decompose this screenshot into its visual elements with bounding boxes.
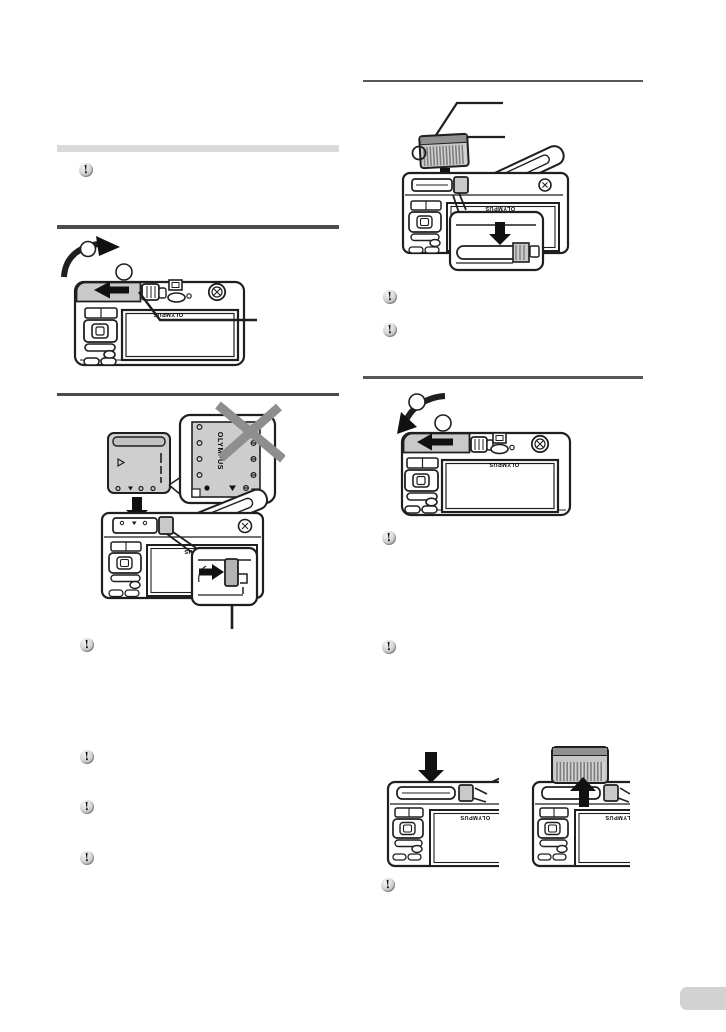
slide-arrow	[417, 433, 453, 451]
caution-icon: !	[382, 640, 396, 654]
card-insertion-illustration: OLYMPUS	[401, 101, 570, 272]
card-edge	[512, 242, 530, 263]
caution-icon: !	[383, 323, 397, 337]
menu-button	[84, 343, 116, 352]
olympus-logo: OLYMPUS	[605, 814, 630, 820]
caution-icon: !	[79, 163, 93, 177]
caution-icon: !	[381, 878, 395, 892]
page-number-tab	[680, 987, 726, 1010]
lock-knob	[158, 516, 174, 535]
step-2-circle	[434, 414, 452, 432]
step-2-circle	[115, 263, 133, 281]
monitor	[440, 458, 560, 514]
insert-arrow-zoom	[489, 222, 511, 245]
notch-circle	[411, 145, 427, 161]
camera-close-cover-illustration: OLYMPUS	[397, 393, 572, 517]
curved-arrow-head	[96, 236, 120, 256]
section-rule	[363, 376, 643, 379]
monitor	[574, 809, 630, 867]
lock-knob	[603, 784, 619, 802]
battery	[107, 432, 171, 494]
cross-mark	[215, 401, 285, 463]
caution-icon: !	[383, 290, 397, 304]
lock-knob	[453, 176, 469, 194]
connector-port	[168, 279, 183, 291]
step-1-circle	[408, 393, 426, 411]
olympus-logo: OLYMPUS	[489, 461, 519, 467]
step-1-circle	[79, 240, 97, 258]
caution-icon: !	[80, 750, 94, 764]
section-rule	[57, 225, 339, 229]
push-card-view: OLYMPUS	[386, 752, 499, 868]
unlock-arrow	[199, 564, 224, 580]
card-remove-illustration: OLYMPUS OLYMPUS	[386, 746, 630, 868]
curved-arrow-head	[397, 412, 417, 434]
push-arrow	[418, 752, 444, 783]
section-rule	[57, 393, 339, 396]
section-rule	[363, 80, 643, 82]
ok-button	[95, 326, 105, 336]
olympus-logo: OLYMPUS	[485, 205, 515, 211]
connector-port	[492, 432, 507, 444]
inset-pointer	[168, 476, 182, 496]
lock-knob	[458, 784, 474, 802]
memory-card	[551, 746, 609, 784]
ok-button	[416, 475, 426, 486]
battery-slot	[112, 517, 158, 534]
camera-open-cover-illustration: OLYMPUS	[61, 236, 257, 367]
card-contacts	[556, 762, 602, 781]
caution-icon: !	[80, 851, 94, 865]
olympus-logo: OLYMPUS	[460, 814, 490, 820]
memory-card	[418, 132, 470, 170]
olympus-logo: OLYMPUS	[153, 311, 183, 317]
monitor	[429, 809, 499, 867]
caution-icon: !	[80, 638, 94, 652]
battery-olympus-logo: OLYMPUS	[216, 432, 223, 470]
subheading-highlight-bar	[57, 145, 339, 152]
caution-icon: !	[80, 800, 94, 814]
callout-line	[138, 291, 257, 322]
lock-knob-zoom	[224, 558, 239, 587]
eject-arrow	[570, 777, 596, 807]
battery-insertion-illustration: OLYMPUS	[100, 401, 285, 629]
caution-icon: !	[382, 531, 396, 545]
slide-arrow	[94, 281, 129, 299]
inset-pointer	[452, 192, 467, 214]
monitor	[120, 308, 240, 362]
remove-card-view: OLYMPUS	[531, 746, 630, 868]
inset-pointer	[166, 531, 200, 555]
